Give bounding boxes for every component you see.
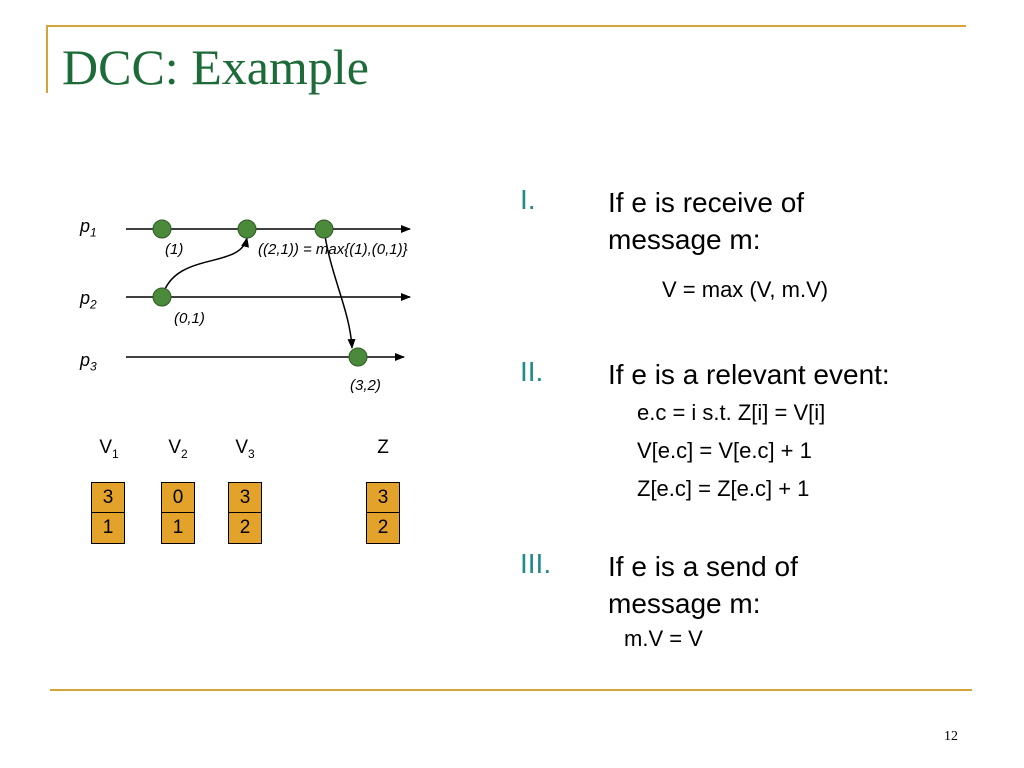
event-p1-b — [237, 219, 257, 239]
vector-cell: 1 — [91, 513, 125, 544]
rule-numeral: I. — [520, 184, 536, 215]
rule-detail: V = max (V, m.V) — [662, 277, 829, 302]
rule-text: If e is a relevant event: — [608, 356, 988, 393]
process-label-p3: p3 — [80, 350, 97, 374]
frame-top-line — [46, 25, 966, 27]
vector-header-v2: V2 — [168, 437, 188, 461]
event-p1-a — [152, 219, 172, 239]
rule-text-line: If e is a send of — [608, 551, 798, 582]
rule-detail: V[e.c] = V[e.c] + 1 — [637, 438, 812, 463]
message-p2-to-p1 — [161, 237, 249, 298]
rule-text: If e is receive of message m: — [608, 184, 988, 258]
rule-text-line: If e is a relevant event: — [608, 359, 890, 390]
annotation-p1-first: (1) — [165, 241, 184, 258]
rule-text: If e is a send of message m: — [608, 548, 988, 622]
vector-header-v3: V3 — [235, 437, 255, 461]
rule-text-line: If e is receive of — [608, 187, 805, 218]
event-p1-c — [314, 219, 334, 239]
process-label-p2: p2 — [80, 288, 97, 312]
vector-cell: 0 — [161, 482, 195, 513]
event-p3-a — [348, 347, 368, 367]
annotation-p1-overlap: ((2,1)) = max{(1),(0,1)} — [258, 241, 408, 258]
slide-title: DCC: Example — [62, 39, 369, 95]
rule-text-line: message m: — [608, 224, 761, 255]
vector-z: 3 2 — [366, 482, 400, 544]
frame-bottom-line — [50, 689, 972, 691]
vector-cell: 3 — [91, 482, 125, 513]
rule-numeral: II. — [520, 356, 544, 387]
annotation-p3-event: (3,2) — [350, 377, 381, 394]
vector-v2: 0 1 — [161, 482, 195, 544]
vector-cell: 3 — [366, 482, 400, 513]
rule-text-line: message m: — [608, 588, 761, 619]
vector-v3: 3 2 — [228, 482, 262, 544]
rule-detail: e.c = i s.t. Z[i] = V[i] — [637, 400, 826, 425]
annotation-p2-first: (0,1) — [174, 310, 205, 327]
event-p2-a — [152, 287, 172, 307]
vector-cell: 3 — [228, 482, 262, 513]
rule-numeral: III. — [520, 548, 552, 579]
rule-detail: Z[e.c] = Z[e.c] + 1 — [637, 476, 810, 501]
frame-left-line — [46, 25, 48, 93]
vector-header-z: Z — [377, 437, 389, 458]
process-label-p1: p1 — [80, 216, 97, 240]
vector-cell: 2 — [366, 513, 400, 544]
rule-detail: m.V = V — [624, 626, 703, 651]
page-number: 12 — [944, 729, 958, 744]
vector-header-v1: V1 — [99, 437, 119, 461]
vector-v1: 3 1 — [91, 482, 125, 544]
vector-cell: 1 — [161, 513, 195, 544]
message-p1-to-p3 — [323, 228, 356, 349]
vector-cell: 2 — [228, 513, 262, 544]
